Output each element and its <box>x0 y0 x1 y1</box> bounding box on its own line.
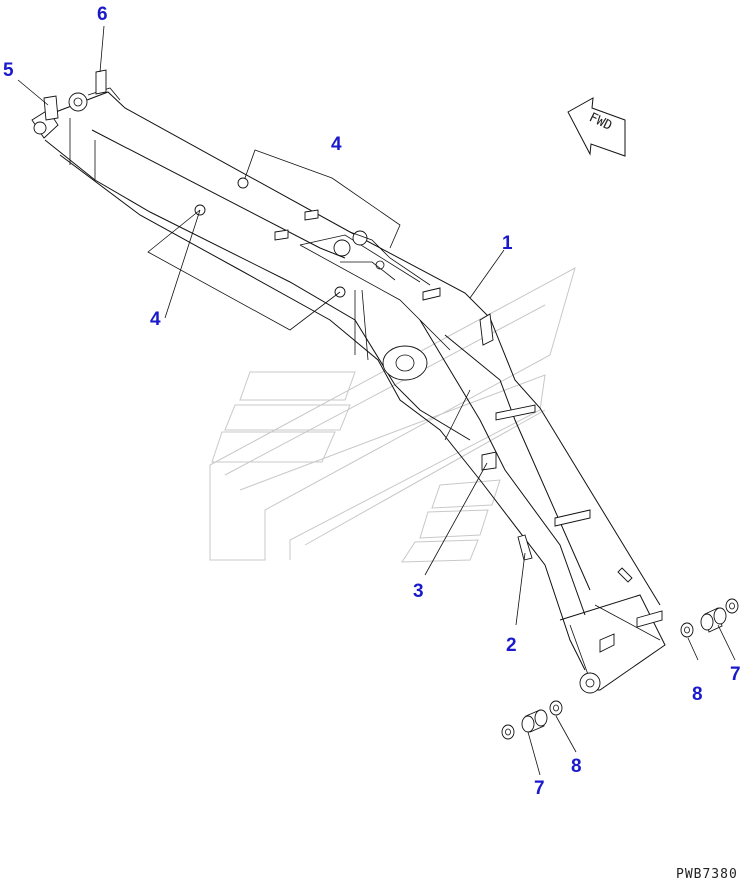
callout-labels: 1 2 3 4 4 5 6 7 7 8 8 <box>3 4 741 799</box>
leader-lines <box>17 25 736 776</box>
boom-assembly <box>39 91 666 691</box>
callout-1: 1 <box>502 233 513 254</box>
fwd-label: FWD <box>587 110 615 134</box>
boom-mid-bracket <box>333 230 431 286</box>
boom-end-bore <box>579 672 601 694</box>
pin-bushing-set-right <box>680 598 739 638</box>
callout-5: 5 <box>3 60 14 81</box>
callout-6: 6 <box>97 4 108 25</box>
callout-3: 3 <box>413 581 424 602</box>
callout-2: 2 <box>506 635 517 656</box>
callout-8-left: 8 <box>571 756 582 777</box>
boom-foot-pin-boss <box>382 345 428 381</box>
callout-7-left: 7 <box>534 778 545 799</box>
grease-fittings <box>43 69 663 653</box>
watermark-logo <box>209 266 576 563</box>
callout-4-upper: 4 <box>331 134 342 155</box>
pin-bushing-set-left <box>501 700 563 740</box>
document-code: PWB7380 <box>676 867 738 882</box>
fwd-direction-marker: FWD <box>567 97 626 157</box>
callout-8-right: 8 <box>692 684 703 705</box>
callout-7-right: 7 <box>730 664 741 685</box>
callout-4-lower: 4 <box>150 309 161 330</box>
